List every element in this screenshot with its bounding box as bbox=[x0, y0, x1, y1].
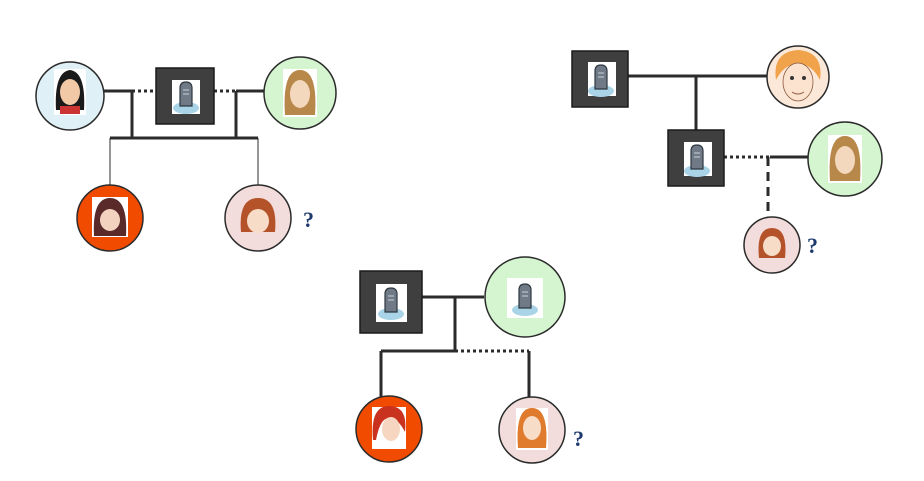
daughter-pink-node[interactable] bbox=[224, 184, 292, 252]
deceased-mother-node[interactable] bbox=[484, 256, 566, 338]
deceased-father-node[interactable] bbox=[359, 270, 423, 334]
family-group-2 bbox=[355, 256, 566, 464]
woman-black-hair-node[interactable] bbox=[35, 61, 105, 131]
old-woman-avatar bbox=[775, 50, 821, 102]
deceased-man-node[interactable] bbox=[155, 67, 215, 125]
deceased-son-node[interactable] bbox=[667, 129, 725, 187]
girl-red-hair-avatar bbox=[240, 198, 276, 240]
woman-brown-hair-node[interactable] bbox=[263, 56, 337, 130]
daughter-orange-node[interactable] bbox=[355, 395, 423, 463]
unknown-status-question-mark: ? bbox=[573, 426, 584, 451]
family-group-3 bbox=[571, 45, 883, 274]
grandmother-node[interactable] bbox=[766, 45, 830, 109]
woman-brown-hair-avatar bbox=[828, 135, 862, 183]
girl-brown-hair-avatar bbox=[92, 197, 128, 237]
woman-brown-hair-node[interactable] bbox=[807, 121, 883, 197]
woman-black-hair-avatar bbox=[54, 69, 86, 115]
deceased-grandfather-node[interactable] bbox=[571, 50, 629, 108]
unknown-status-question-mark: ? bbox=[303, 207, 314, 232]
daughter-orange-node[interactable] bbox=[76, 184, 144, 252]
girl-red-hair-avatar bbox=[516, 408, 548, 450]
family-group-1 bbox=[35, 56, 337, 252]
woman-brown-hair-avatar bbox=[283, 69, 317, 117]
unknown-status-question-mark: ? bbox=[807, 233, 818, 258]
daughter-pink-node[interactable] bbox=[498, 396, 566, 464]
daughter-pink-node[interactable] bbox=[743, 216, 801, 274]
girl-red-hair-avatar bbox=[758, 228, 786, 262]
girl-red-hair-avatar bbox=[372, 406, 406, 449]
